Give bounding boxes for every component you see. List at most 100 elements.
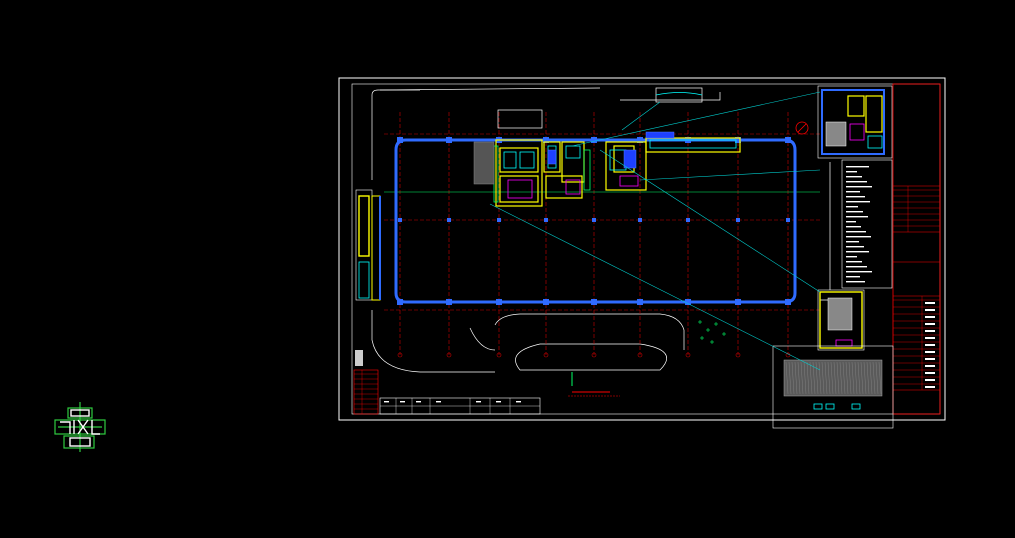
cad-shape [925,372,935,374]
grid-bubble [543,352,549,358]
title-block [892,83,941,415]
cad-line [821,361,825,395]
cad-line [830,361,834,395]
cad-shape [496,299,502,305]
cad-shape [446,299,452,305]
cad-shape [925,309,935,311]
grid-bubble [496,352,502,358]
cad-shape [846,231,866,233]
cad-line [827,361,831,395]
cad-line [857,361,861,395]
cad-line [797,361,801,395]
cad-line [785,361,789,395]
cad-line [878,361,882,395]
north-arrow [795,121,809,135]
cad-shape [846,191,860,193]
grid-bubble [637,352,643,358]
cad-line [824,361,828,395]
cad-line [875,361,879,395]
cad-shape [846,206,858,208]
cad-shape [591,137,597,143]
cad-shape [436,401,441,403]
cad-line [800,361,804,395]
cad-shape [846,166,869,168]
cad-shape [638,218,642,222]
cad-line [818,361,822,395]
logo-icon [54,402,106,452]
cad-shape [846,236,871,238]
cad-shape [785,137,791,143]
cad-shape [846,271,872,273]
core-fixtures [503,139,737,171]
cad-shape [846,226,861,228]
cad-shape [846,176,862,178]
cad-line [806,361,810,395]
cad-shape [846,211,863,213]
cad-shape [735,137,741,143]
cad-shape [846,201,870,203]
left-revision-table [353,350,379,415]
cad-shape [735,299,741,305]
cad-shape [637,299,643,305]
cad-shape [846,171,857,173]
cad-shape [846,186,872,188]
detail-callout-mid [817,289,865,351]
scale-bar [568,372,620,397]
cad-shape [543,137,549,143]
cad-shape [497,218,501,222]
left-annex [355,189,381,301]
cad-shape [736,218,740,222]
cad-shape [785,299,791,305]
magenta-details [507,175,639,199]
cad-shape [846,241,859,243]
cad-shape [846,246,864,248]
cad-shape [476,401,481,403]
cad-shape [925,351,935,353]
cad-shape [496,401,501,403]
grid-bubble [735,352,741,358]
cad-shape [846,266,867,268]
cad-shape [925,344,935,346]
grid-bubble [446,352,452,358]
cad-line [815,361,819,395]
cad-line [809,361,813,395]
entrance-canopy [497,87,703,129]
grid-bubble [397,352,403,358]
cad-shape [925,358,935,360]
cad-shape [543,299,549,305]
cad-shape [925,337,935,339]
cad-line [788,361,792,395]
hatched-detail [772,345,894,429]
cad-line [851,361,855,395]
site-outline [371,87,840,373]
grey-hatch-area [473,141,495,185]
cad-line [860,361,864,395]
cad-shape [925,365,935,367]
grid-bubble [685,352,691,358]
cad-shape [637,137,643,143]
main-building-walls [394,137,797,305]
cad-shape [544,218,548,222]
cad-line [866,361,870,395]
cad-shape [925,323,935,325]
structural-grid [384,112,820,358]
cad-shape [846,251,869,253]
cad-shape [925,330,935,332]
cad-shape [846,216,868,218]
cad-shape [447,218,451,222]
cad-shape [591,299,597,305]
cad-shape [846,196,865,198]
cad-shape [592,218,596,222]
cad-line [848,361,852,395]
cad-shape [355,350,363,366]
cad-line [842,361,846,395]
cad-line [803,361,807,395]
cad-shape [384,401,389,403]
bottom-info-table [379,397,541,415]
cad-line [836,361,840,395]
sheet-border [338,77,946,421]
cad-line [839,361,843,395]
cad-line [854,361,858,395]
